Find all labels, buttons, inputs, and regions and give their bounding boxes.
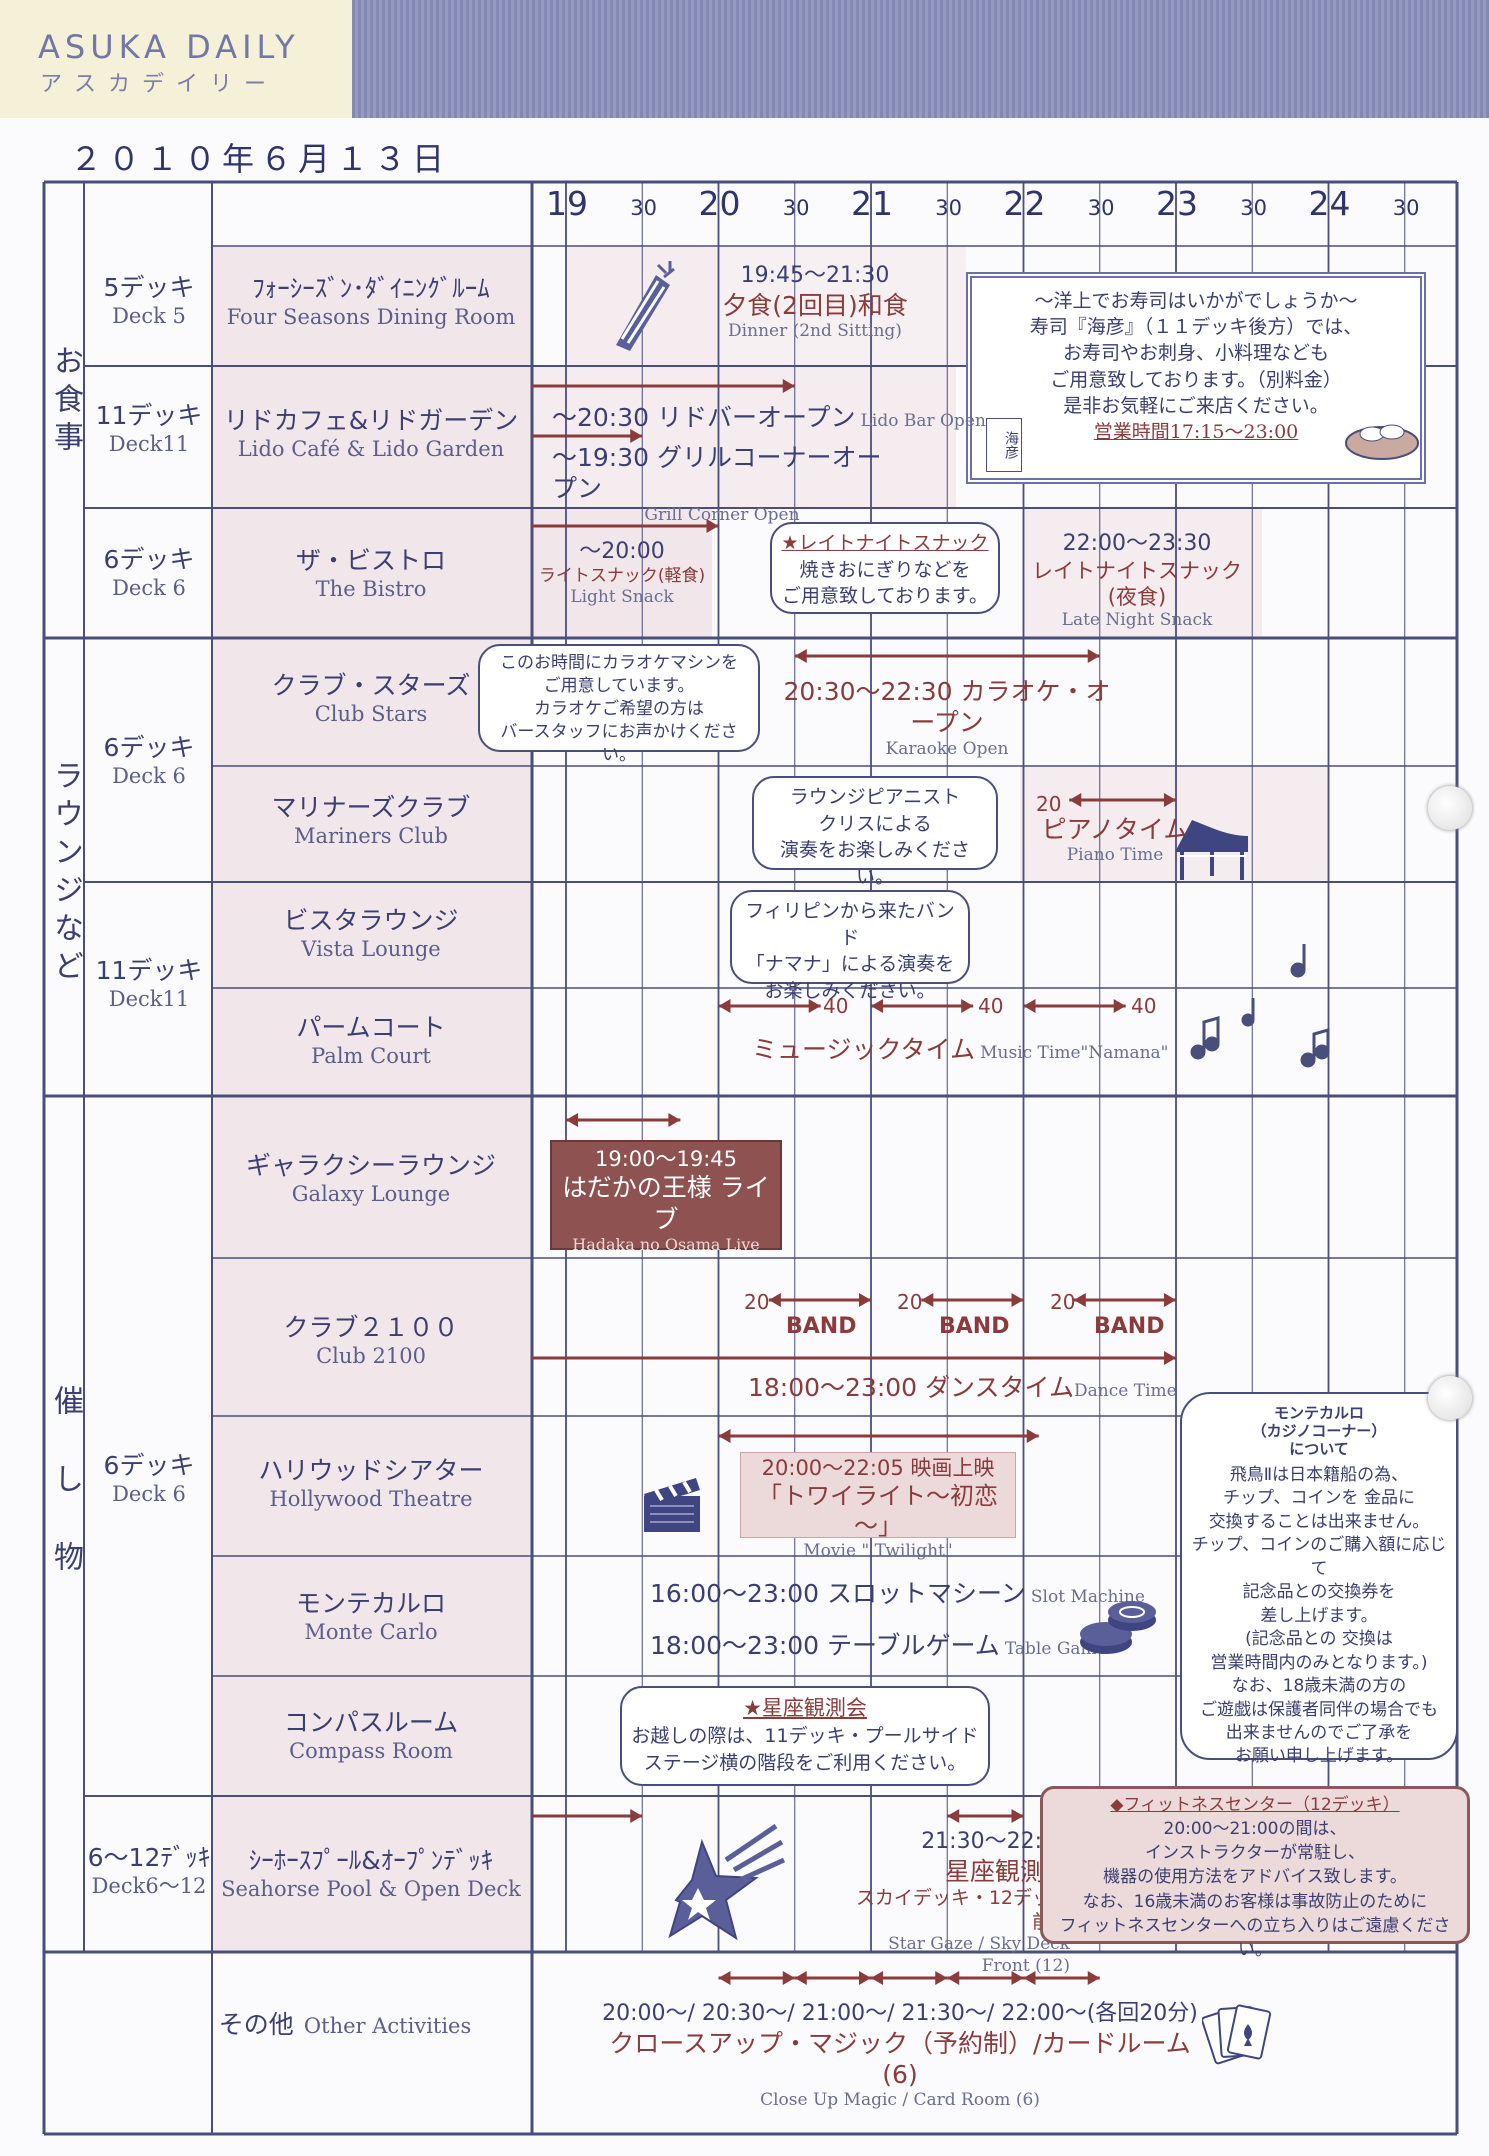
band-label: BAND	[939, 1314, 1010, 1339]
event-table-game: 18:00～23:00 テーブルゲーム Table Game	[650, 1631, 1107, 1660]
page-date: ２０１０年６月１３日	[70, 140, 451, 178]
event-hadaka-live: 19:00～19:45 はだかの王様 ライブ Hadaka no Osama L…	[550, 1140, 782, 1254]
band-label: BAND	[1094, 1314, 1165, 1339]
timeline-hour: 24	[1308, 184, 1351, 223]
header-stripe	[352, 0, 1489, 118]
piano-minutes: 20	[1036, 792, 1062, 816]
clapperboard-icon	[640, 1472, 704, 1536]
namana-bubble: フィリピンから来たバンド 「ナマナ」による演奏を お楽しみください。	[730, 890, 970, 1002]
shooting-star-icon	[636, 1820, 786, 1960]
category-meals: お食事	[48, 345, 83, 459]
sushi-notice: ～洋上でお寿司はいかがでしょうか～ 寿司『海彦』（１１デッキ後方）では、 お寿司…	[966, 272, 1426, 484]
timeline-half: 30	[1392, 196, 1420, 220]
brand-kana: アスカデイリー	[40, 72, 279, 97]
timeline-hour: 23	[1156, 184, 1198, 223]
timeline-hour: 20	[698, 184, 741, 223]
event-piano: ピアノタイム Piano Time	[1041, 815, 1189, 866]
category-lounge: ラウンジなど	[48, 760, 83, 988]
fitness-notice: ◆フィットネスセンター（12デッキ） 20:00～21:00の間は、 インストラ…	[1040, 1786, 1470, 1960]
music-notes-icon	[1178, 940, 1338, 1090]
sushi-plate-icon	[1342, 398, 1422, 468]
music-minutes: 40	[1131, 994, 1157, 1018]
event-late-snack: 22:00～23:30 レイトナイトスナック(夜食) Late Night Sn…	[1032, 531, 1242, 630]
timeline-hour: 22	[1003, 184, 1046, 223]
timeline-hour: 21	[851, 184, 893, 223]
late-snack-bubble: ★レイトナイトスナック 焼きおにぎりなどを ご用意致しております。	[770, 522, 1000, 614]
dinner-illustration-icon	[608, 255, 678, 355]
timeline-half: 30	[1240, 196, 1267, 220]
binder-hole	[1428, 1376, 1472, 1420]
music-minutes: 40	[823, 994, 849, 1018]
band-minutes: 20	[1050, 1290, 1076, 1314]
piano-icon	[1172, 810, 1252, 882]
event-close-up-magic: 20:00～/ 20:30～/ 21:00～/ 21:30～/ 22:00～(各…	[602, 2001, 1198, 2110]
playing-cards-icon	[1201, 1998, 1272, 2068]
stargaze-bubble: ★星座観測会 お越しの際は、11デッキ・プールサイド ステージ横の階段をご利用く…	[620, 1686, 990, 1786]
event-dinner: 19:45～21:30 夕食(2回目)和食 Dinner (2nd Sittin…	[722, 263, 908, 341]
event-star-gaze: 21:30～22:00 星座観測会 スカイデッキ・12デッキ前方 Star Ga…	[855, 1829, 1070, 1976]
band-minutes: 20	[897, 1290, 923, 1314]
casino-notice: モンテカルロ （カジノコーナー） について 飛鳥Ⅱは日本籍船の為、チップ、コイン…	[1180, 1392, 1458, 1766]
event-light-snack: ～20:00 ライトスナック(軽食) Light Snack	[538, 539, 706, 607]
event-karaoke: 20:30～22:30 カラオケ・オープン Karaoke Open	[783, 677, 1111, 759]
event-grill: ～19:30 グリルコーナーオープン Grill Corner Open	[552, 443, 882, 525]
venue-other: その他 Other Activities	[218, 2010, 472, 2039]
timeline-hour: 19	[546, 184, 588, 223]
brand-title: ASUKA DAILY	[38, 28, 300, 66]
casino-chips-icon	[1076, 1594, 1160, 1664]
pianist-bubble: ラウンジピアニスト クリスによる 演奏をお楽しみください。	[752, 776, 998, 888]
binder-hole	[1428, 786, 1472, 830]
event-movie: 20:00～22:05 映画上映 「トワイライト～初恋～」 Movie " Tw…	[740, 1452, 1016, 1561]
timeline-half: 30	[935, 196, 962, 220]
sushi-logo: 海彦	[986, 418, 1022, 472]
header-brand-area	[0, 0, 352, 118]
timeline-half: 30	[1087, 196, 1115, 220]
band-minutes: 20	[744, 1290, 770, 1314]
band-label: BAND	[786, 1314, 857, 1339]
timeline-half: 30	[630, 196, 657, 220]
timeline-half: 30	[782, 196, 810, 220]
event-lido-bar: ～20:30 リドバーオープン Lido Bar Open	[552, 403, 986, 432]
event-dance-time: 18:00～23:00 ダンスタイムDance Time	[748, 1373, 1177, 1402]
event-music-time: ミュージックタイム Music Time"Namana"	[752, 1035, 1169, 1064]
event-slot-machine: 16:00～23:00 スロットマシーン Slot Machine	[650, 1579, 1145, 1608]
category-events: 催し物	[48, 1385, 83, 1619]
music-minutes: 40	[978, 994, 1004, 1018]
karaoke-bubble: このお時間にカラオケマシンを ご用意しています。 カラオケご希望の方は バースタ…	[478, 644, 760, 765]
